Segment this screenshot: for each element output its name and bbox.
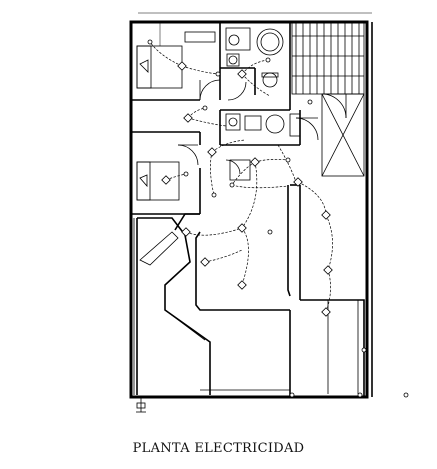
bottom-right-room (299, 185, 365, 397)
outlets (147, 39, 409, 398)
bathroom-1 (220, 21, 291, 95)
living-dining (174, 159, 300, 311)
hall-doors (199, 79, 319, 141)
drawing-title: PLANTA ELECTRICIDAD (132, 441, 305, 456)
pergola (291, 21, 365, 95)
garage (133, 217, 291, 397)
bedroom-1 (131, 22, 221, 101)
bathroom-2 (219, 95, 301, 146)
light-fixtures (161, 61, 333, 317)
patio-skylight (321, 93, 365, 177)
bedroom-2 (131, 131, 201, 215)
electrical-circuits (149, 41, 333, 313)
service-entrance (136, 397, 146, 413)
